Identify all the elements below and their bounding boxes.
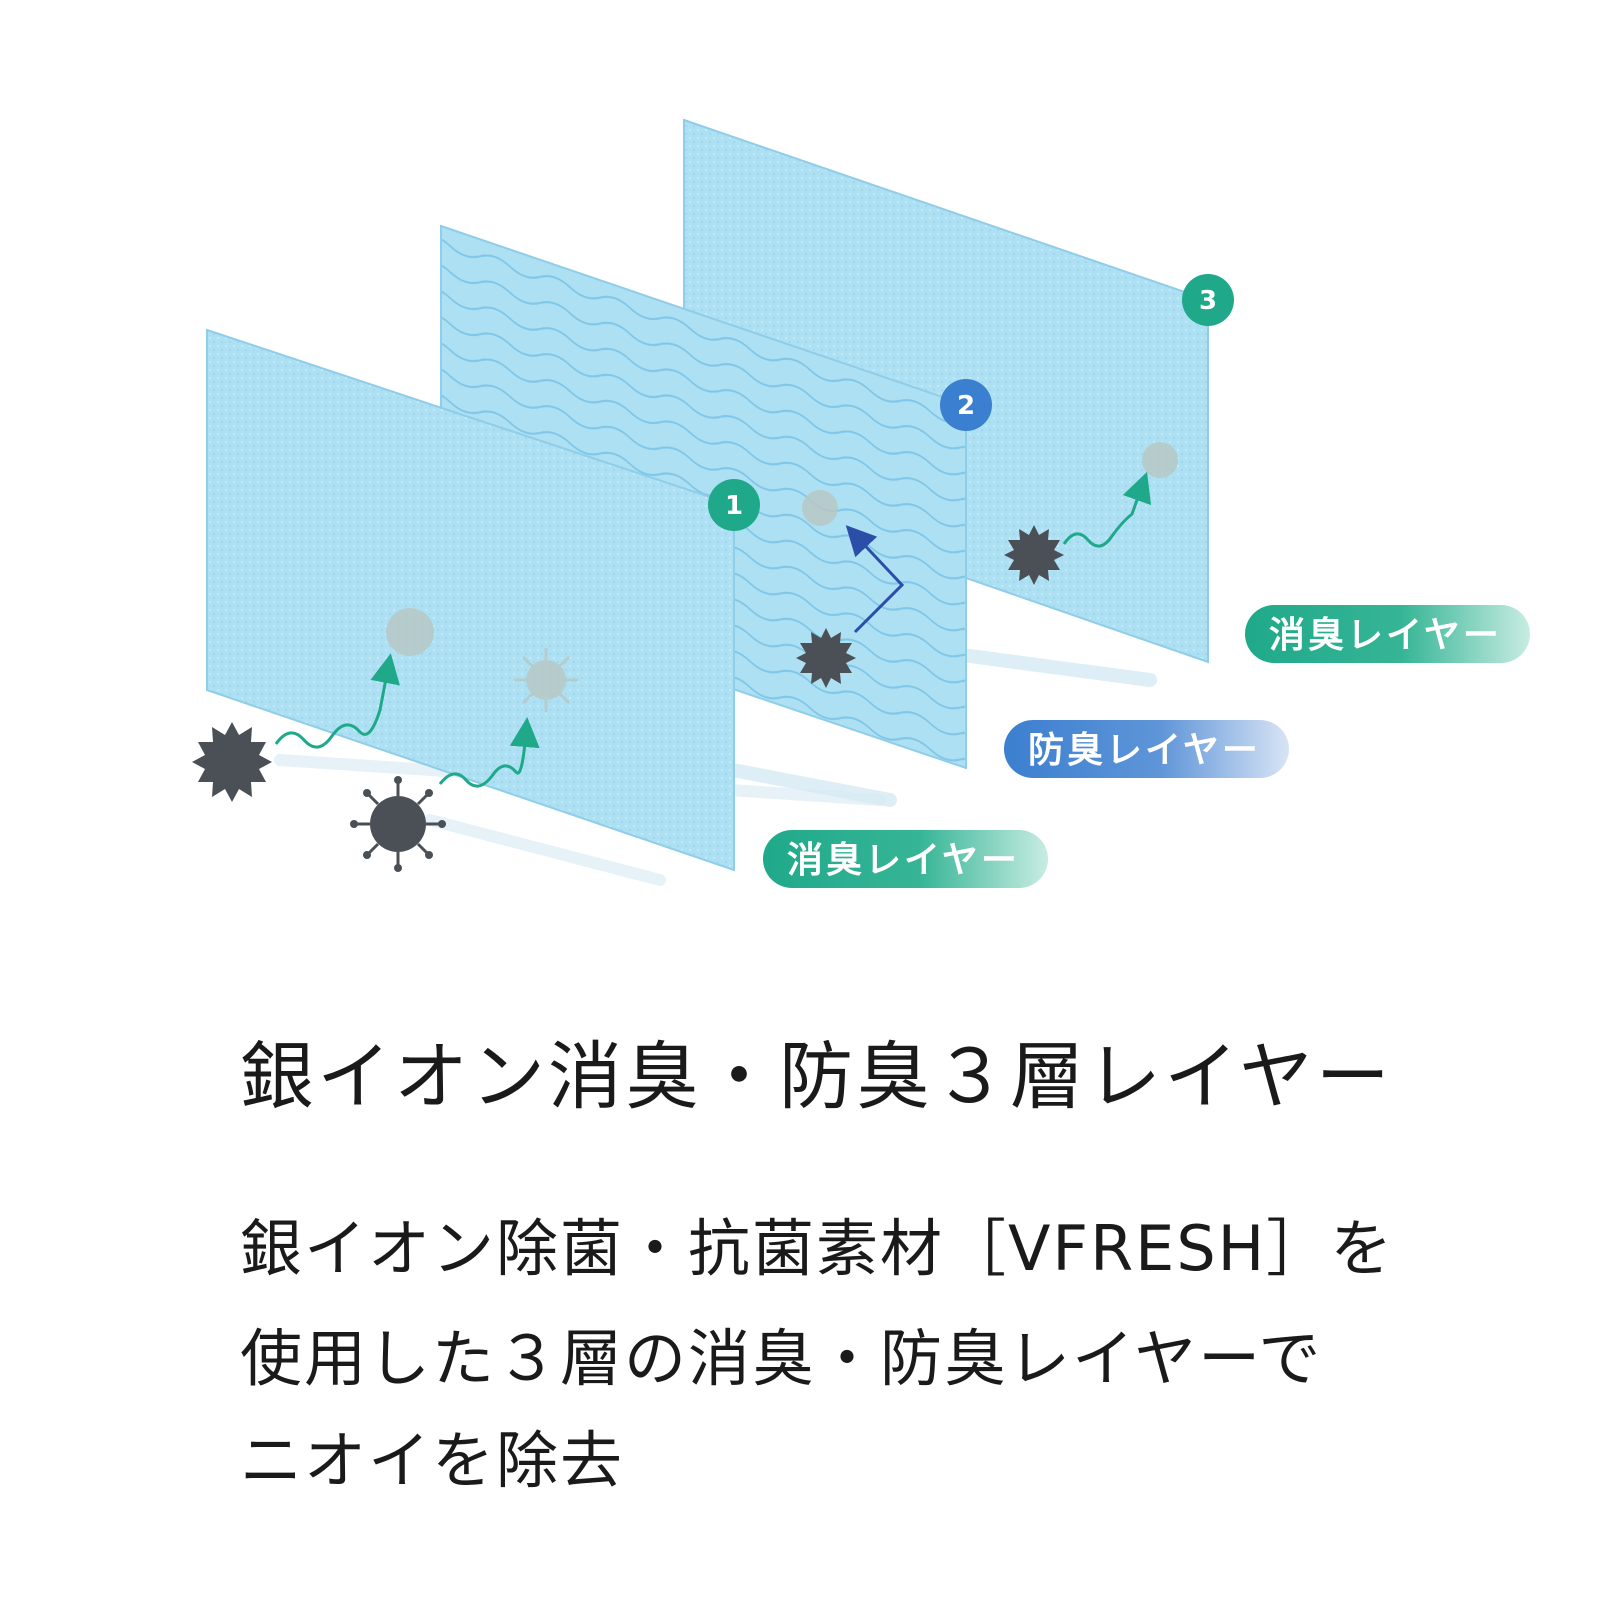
wavy-arrow-3 [1062,471,1152,548]
virus-1 [350,776,446,872]
badge-layer-2: 2 [940,379,992,431]
pill-layer-3: 消臭レイヤー [1245,605,1530,663]
germ-1 [192,722,272,802]
body-line-1: 銀イオン除菌・抗菌素材［VFRESH］を [240,1212,1395,1285]
headline: 銀イオン消臭・防臭３層レイヤー [240,1034,1393,1120]
badge-layer-3: 3 [1182,274,1234,326]
arrows [274,471,1152,788]
body-line-2: 使用した３層の消臭・防臭レイヤーで [240,1322,1323,1395]
svg-text:消臭レイヤー: 消臭レイヤー [787,840,1020,881]
layer-diagram: 3 2 1 消臭レイヤー 防臭レイヤー 消臭レイヤー [192,118,1530,888]
svg-text:3: 3 [1199,286,1217,316]
svg-text:1: 1 [725,491,743,521]
svg-text:防臭レイヤー: 防臭レイヤー [1028,730,1261,771]
pill-layer-2: 防臭レイヤー [1004,720,1289,778]
bounce-arrow [845,525,905,634]
faded-germ-1 [386,608,434,656]
faded-virus [514,648,578,712]
faded-germ-3 [1142,442,1178,478]
svg-text:2: 2 [957,391,975,421]
faded-germs [386,442,1178,712]
svg-text:消臭レイヤー: 消臭レイヤー [1269,615,1502,656]
dark-germs [192,525,1064,872]
germ-3 [1004,525,1064,585]
germ-2 [796,628,856,688]
badge-layer-1: 1 [708,479,760,531]
layer-1-panel [206,328,735,872]
body-line-3: ニオイを除去 [240,1424,625,1497]
pill-layer-1: 消臭レイヤー [763,830,1048,888]
wavy-arrow-1 [274,653,400,749]
wavy-arrow-2 [438,717,540,788]
faded-germ-2 [802,490,838,526]
